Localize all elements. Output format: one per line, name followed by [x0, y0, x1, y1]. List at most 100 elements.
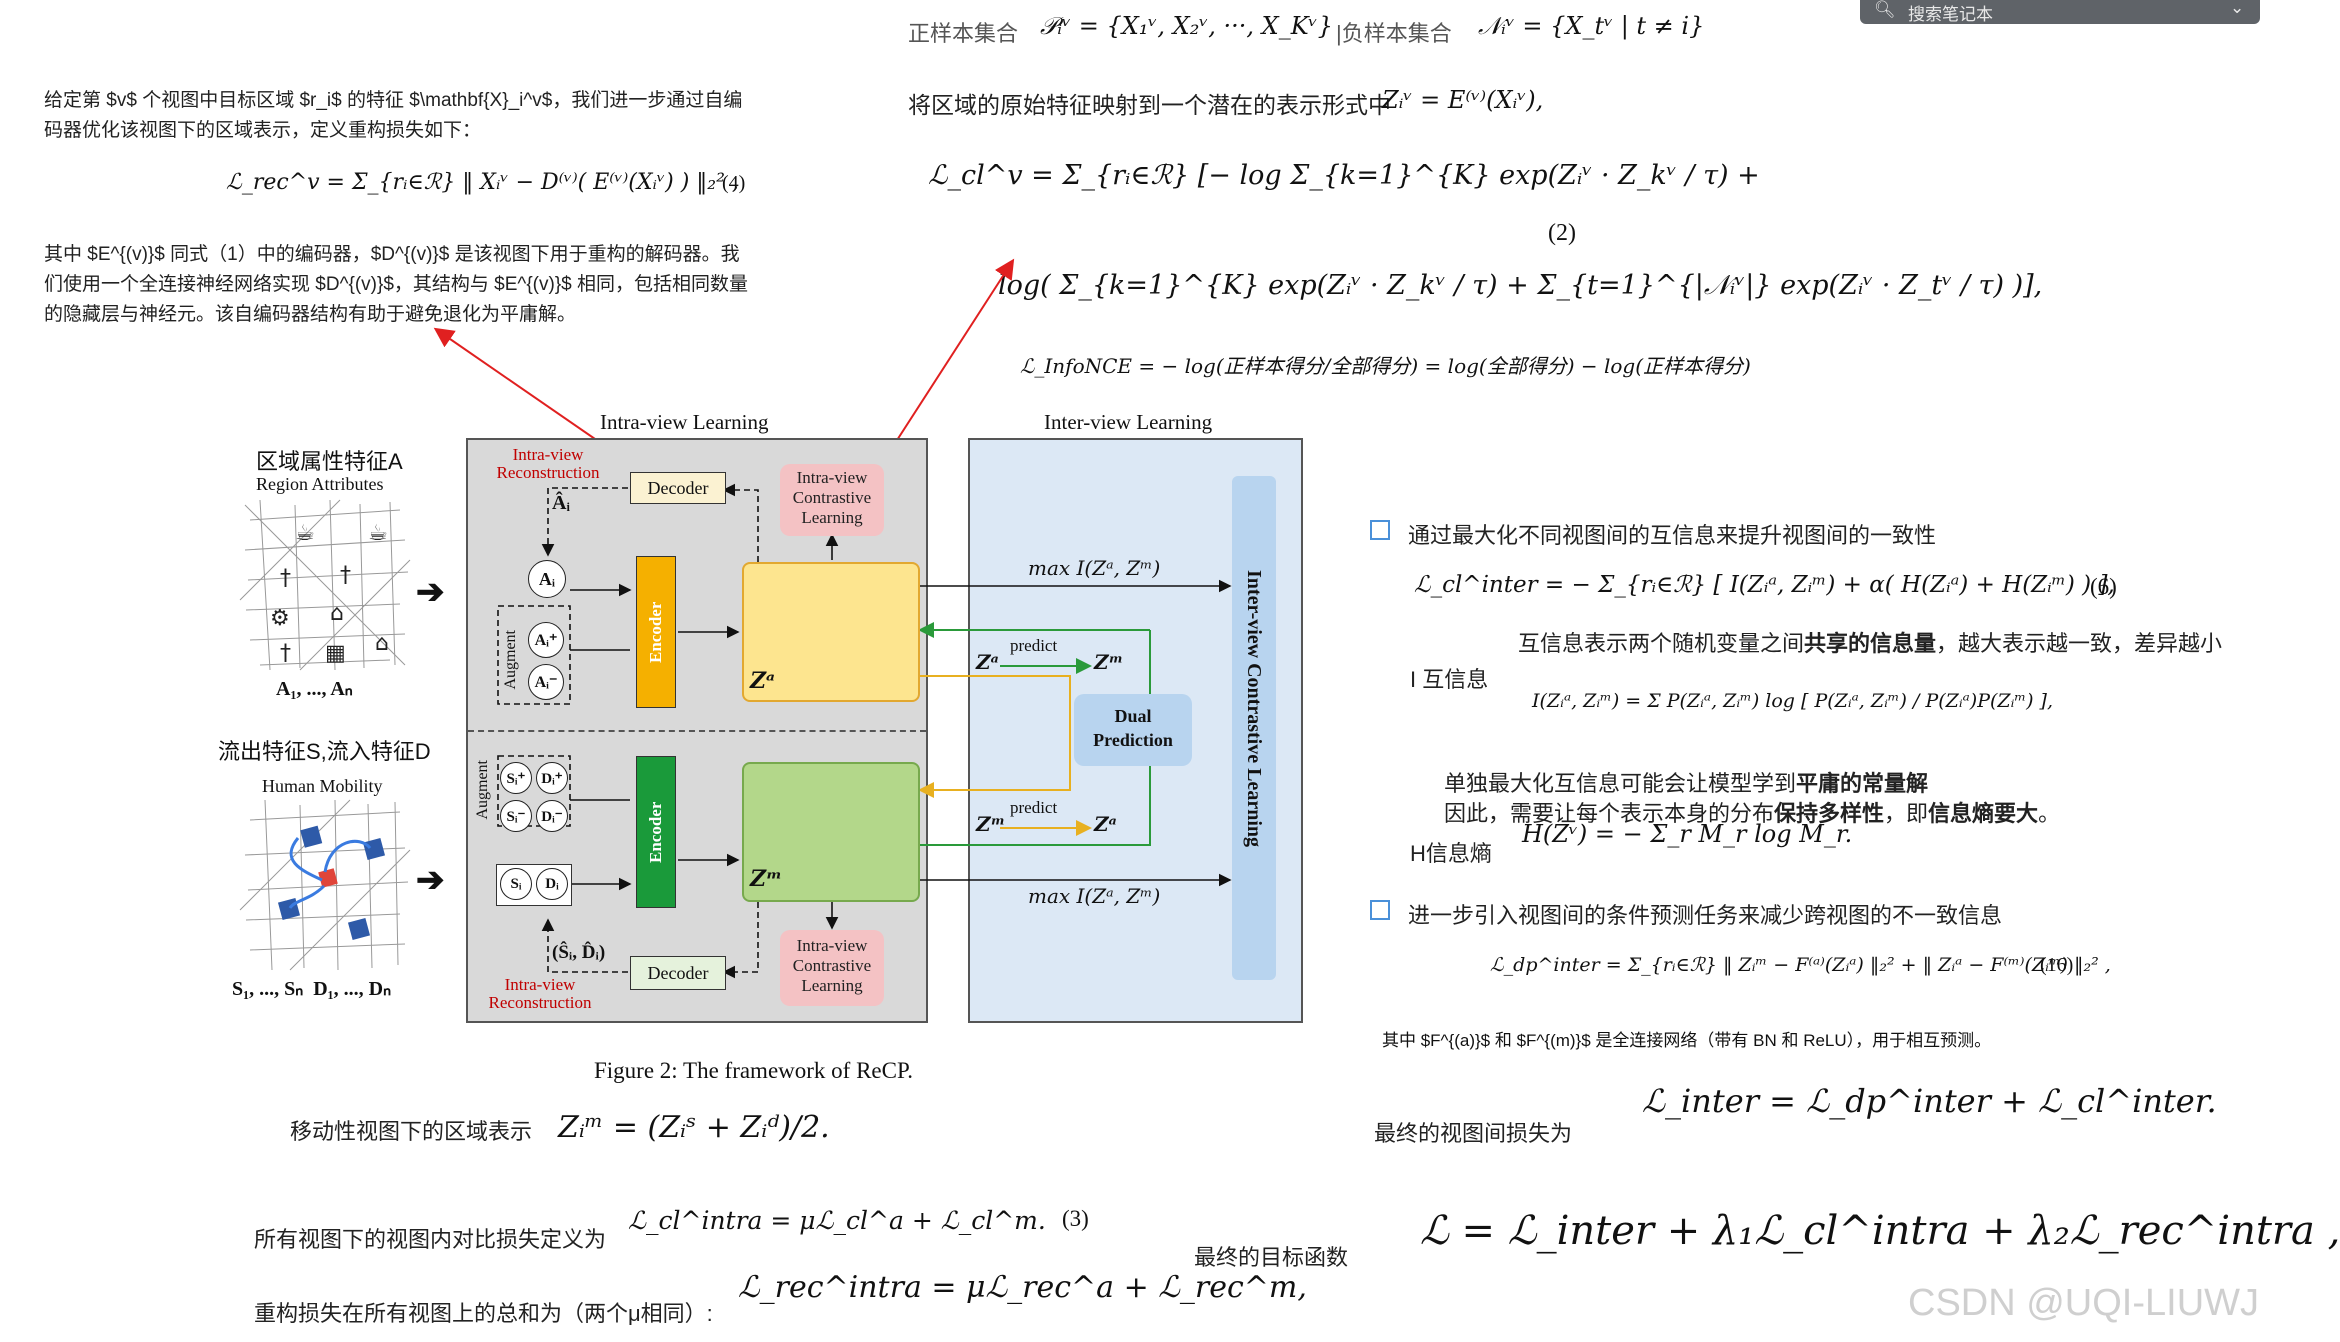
icl-box-top: Intra-view Contrastive Learning	[780, 464, 884, 536]
entropy-label: H信息熵	[1410, 841, 1492, 866]
decoder-box-bottom: Decoder	[630, 956, 726, 990]
intra-panel-divider	[468, 730, 926, 732]
region-attr-seq: A₁, ..., Aₙ	[276, 678, 353, 700]
equation-number-6: (6)	[2090, 574, 2117, 599]
augment-label-bottom: Augment	[474, 760, 491, 820]
diversity-note: 因此，需要让每个表示本身的分布保持多样性，即信息熵要大。	[1444, 796, 2060, 828]
search-input[interactable]: 搜索笔记本	[1908, 5, 1993, 24]
final-inter-text: 最终的视图间损失为	[1374, 1121, 1573, 1146]
mi-label: I 互信息	[1410, 667, 1489, 692]
za-box	[742, 562, 920, 702]
node-a-plus: Aᵢ⁺	[528, 622, 564, 658]
rec-sum-text: 重构损失在所有视图上的总和为（两个μ相同）:	[254, 1301, 713, 1326]
search-notebook-box[interactable]: 🔍︎ 搜索笔记本 ⌄	[1860, 0, 2260, 24]
inter-cl-formula: ℒ_cl^inter = − Σ_{rᵢ∈ℛ} [ I(Zᵢᵃ, Zᵢᵐ) + …	[1414, 572, 2115, 598]
node-d-i: Dᵢ	[536, 868, 568, 900]
intra-cl-formula-line2: log( Σ_{k=1}^{K} exp(Zᵢᵛ · Z_kᵛ / τ) + Σ…	[998, 270, 2043, 301]
svg-text:▦: ▦	[325, 641, 346, 666]
node-a-i: Aᵢ	[528, 560, 566, 598]
augment-label-top: Augment	[502, 630, 519, 690]
svg-text:⌂: ⌂	[375, 631, 389, 656]
chevron-down-icon[interactable]: ⌄	[2230, 0, 2245, 17]
region-attr-en: Region Attributes	[256, 474, 384, 494]
node-s-i: Sᵢ	[500, 868, 532, 900]
equation-number-2: (2)	[1548, 220, 1576, 246]
encoder-top: Encoder	[636, 556, 676, 708]
mobility-en: Human Mobility	[262, 776, 383, 796]
dual-prediction-box: Dual Prediction	[1074, 694, 1192, 766]
mi-desc-a: 互信息表示两个随机变量之间	[1518, 631, 1805, 656]
inter-cl-bar	[1232, 476, 1276, 980]
arrow-right-icon: ➔	[416, 862, 445, 899]
equation-number-4: (4)	[722, 172, 746, 194]
mi-desc-b: 共享的信息量	[1804, 631, 1937, 656]
diverse-c: ，即	[1884, 801, 1929, 826]
intra-rec-label-top: Intra-view Reconstruction	[496, 445, 600, 482]
trivial-b: 平庸的常量解	[1796, 771, 1929, 796]
svg-text:☕: ☕	[368, 521, 388, 546]
svg-text:†: †	[280, 566, 291, 591]
za-to-zm-left: Zᵃ	[976, 650, 999, 674]
mobility-cn: 流出特征S,流入特征D	[218, 739, 431, 764]
diverse-a: 因此，需要让每个表示本身的分布	[1444, 801, 1775, 826]
svg-text:☕: ☕	[295, 521, 315, 546]
figure-caption: Figure 2: The framework of ReCP.	[594, 1058, 913, 1083]
equation-number-3: (3)	[1062, 1206, 1089, 1231]
mi-formula: I(Zᵢᵃ, Zᵢᵐ) = Σ P(Zᵢᵃ, Zᵢᵐ) log [ P(Zᵢᵃ,…	[1532, 690, 2053, 712]
node-a-minus: Aᵢ⁻	[528, 664, 564, 700]
node-s-minus: Sᵢ⁻	[500, 800, 532, 832]
sd-hat-label: (Ŝᵢ, D̂ᵢ)	[552, 942, 606, 963]
positive-set-label: 正样本集合	[908, 21, 1019, 46]
search-icon: 🔍︎	[1874, 0, 1896, 19]
mobility-seq: S₁, ..., Sₙ D₁, ..., Dₙ	[232, 978, 392, 1000]
za-to-zm-right: Zᵐ	[1094, 650, 1124, 674]
rec-sum-formula: ℒ_rec^intra = μℒ_rec^a + ℒ_rec^m,	[738, 1270, 1307, 1305]
rec-explain-paragraph: 其中 $E^{(v)}$ 同式（1）中的编码器，$D^{(v)}$ 是该视图下用…	[44, 244, 749, 325]
rec-intro-paragraph: 给定第 $v$ 个视图中目标区域 $r_i$ 的特征 $\mathbf{X}_i…	[44, 90, 743, 141]
final-inter-formula: ℒ_inter = ℒ_dp^inter + ℒ_cl^inter.	[1642, 1082, 2217, 1120]
node-d-plus: Dᵢ⁺	[536, 762, 568, 794]
bullet-checkbox-2[interactable]	[1370, 900, 1390, 920]
inter-view-header: Inter-view Learning	[1044, 410, 1213, 434]
map-text: 将区域的原始特征映射到一个潜在的表示形式中	[908, 92, 1391, 118]
svg-text:⚙: ⚙	[270, 606, 290, 631]
inter-cl-vertical-label: Inter-view Contrastive Learning	[1243, 570, 1265, 847]
entropy-formula: H(Zᵛ) = − Σ_r M_r log M_r.	[1522, 820, 1853, 848]
intra-cl-formula-line1: ℒ_cl^v = Σ_{rᵢ∈ℛ} [− log Σ_{k=1}^{K} exp…	[928, 160, 1760, 191]
negative-set-formula: 𝒩ᵢᵛ = {X_tᵛ | t ≠ i}	[1478, 12, 1705, 40]
icl-box-bottom: Intra-view Contrastive Learning	[780, 930, 884, 1006]
bullet2-text: 进一步引入视图间的条件预测任务来减少跨视图的不一致信息	[1408, 903, 2003, 928]
watermark: CSDN @UQI-LIUWJ	[1908, 1282, 2260, 1324]
trivial-a: 单独最大化互信息可能会让模型学到	[1444, 771, 1797, 796]
map-formula: Zᵢᵛ = E⁽ᵛ⁾(Xᵢᵛ),	[1382, 86, 1544, 114]
encoder-bottom: Encoder	[636, 756, 676, 908]
diverse-d: 信息熵要大	[1928, 801, 2039, 826]
diverse-e: 。	[2038, 801, 2061, 826]
intra-rec-label-bottom: Intra-view Reconstruction	[488, 975, 592, 1012]
arrow-right-icon: ➔	[416, 574, 445, 611]
a-hat-label: Âᵢ	[552, 492, 570, 514]
svg-text:⌂: ⌂	[330, 601, 344, 626]
fc-note: 其中 $F^{(a)}$ 和 $F^{(m)}$ 是全连接网络（带有 BN 和 …	[1382, 1031, 1992, 1050]
mi-description: 互信息表示两个随机变量之间共享的信息量，越大表示越一致，差异越小	[1518, 626, 2222, 658]
svg-text:†: †	[340, 563, 351, 588]
dp-formula: ℒ_dp^inter = Σ_{rᵢ∈ℛ} ‖ Zᵢᵐ − F⁽ᵃ⁾(Zᵢᵃ) …	[1490, 954, 2111, 976]
node-d-minus: Dᵢ⁻	[536, 800, 568, 832]
infonce-formula: ℒ_InfoNCE = − log(正样本得分/全部得分) = log(全部得分…	[1020, 354, 1751, 378]
negative-set-label: |负样本集合	[1336, 21, 1452, 46]
intra-loss-formula: ℒ_cl^intra = μℒ_cl^a + ℒ_cl^m.	[628, 1206, 1046, 1235]
intra-loss-text: 所有视图下的视图内对比损失定义为	[254, 1227, 607, 1252]
trivial-note: 单独最大化互信息可能会让模型学到平庸的常量解	[1444, 766, 1928, 798]
region-attr-cn: 区域属性特征A	[256, 449, 403, 474]
region-map-image: ☕ ☕ † † ⚙ ⌂ † ▦ ⌂	[239, 499, 411, 671]
max-mi-bottom: max I(Zᵃ, Zᵐ)	[1028, 884, 1161, 908]
svg-text:†: †	[280, 641, 291, 666]
predict-label-bottom: predict	[1010, 798, 1058, 817]
bullet-checkbox-1[interactable]	[1370, 520, 1390, 540]
predict-label-top: predict	[1010, 636, 1058, 655]
node-s-plus: Sᵢ⁺	[500, 762, 532, 794]
zm-box	[742, 762, 920, 902]
max-mi-top: max I(Zᵃ, Zᵐ)	[1028, 556, 1161, 580]
diverse-b: 保持多样性	[1774, 801, 1885, 826]
zm-to-za-left: Zᵐ	[976, 812, 1006, 836]
